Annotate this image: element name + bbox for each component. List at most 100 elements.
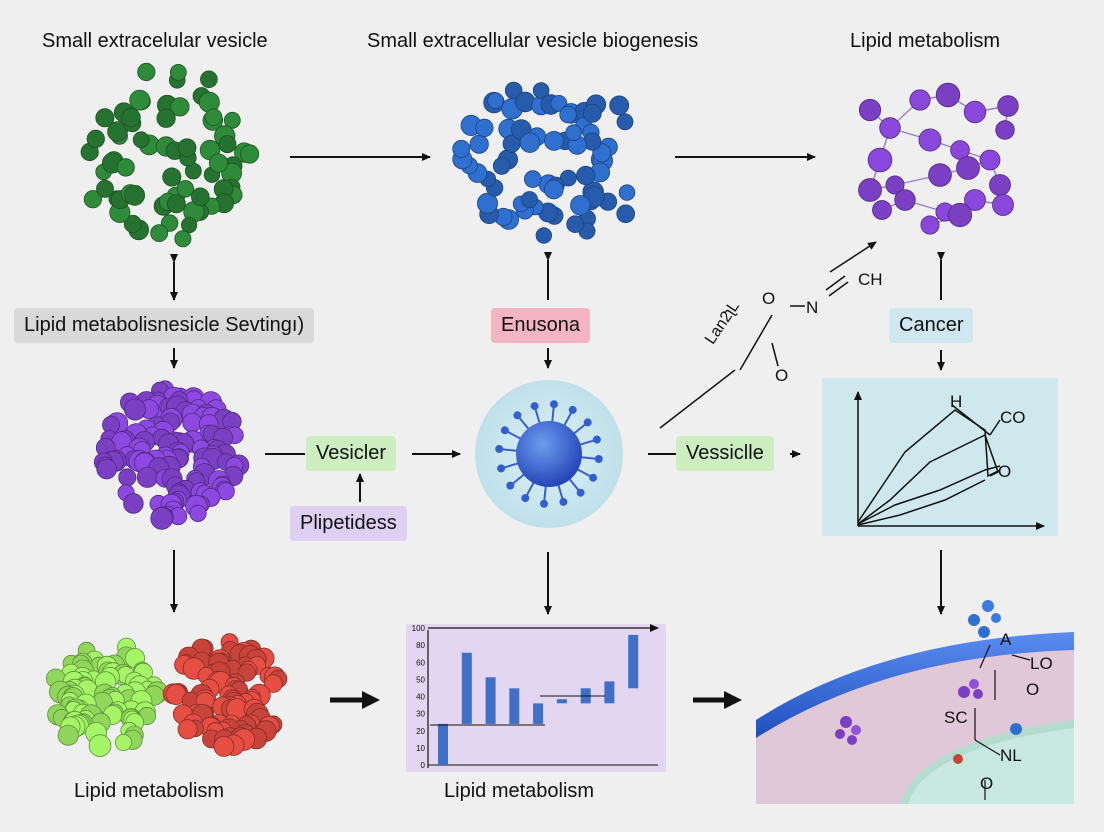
cell-spike-tip <box>530 402 539 411</box>
cell-spike-tip <box>497 464 506 473</box>
red-cluster-bead <box>213 736 235 757</box>
line-graph-panel <box>822 378 1058 536</box>
membrane-illustration <box>756 600 1074 804</box>
label-enusona: Enusona <box>491 308 590 343</box>
label-vessiclle: Vessiclle <box>676 436 774 471</box>
lipid-network-node <box>920 215 940 235</box>
green-cluster-bead <box>116 158 135 177</box>
lipid-network-node <box>992 194 1014 216</box>
blue-cluster-bead <box>609 95 630 116</box>
blue-cluster-bead <box>550 95 568 112</box>
cell-spike-tip <box>550 400 558 409</box>
bar-chart-bar <box>604 681 615 704</box>
blue-cluster-bead <box>618 184 636 201</box>
chem-a: A <box>1000 630 1012 649</box>
heading-lipid-metabolism: Lipid metabolism <box>850 30 1001 52</box>
purple-cluster-bead <box>118 468 137 487</box>
green-cluster-bead <box>218 135 237 154</box>
green-cluster-bead <box>107 121 128 142</box>
footer-lipid-metabolism-left: Lipid metabolism <box>74 780 225 802</box>
chem-h: H <box>950 392 963 411</box>
green-cluster-bead <box>169 64 187 81</box>
lipid-network-node <box>894 189 916 211</box>
lipid-network-node <box>995 120 1015 140</box>
chem-n: N <box>806 298 819 317</box>
green-cluster-bead <box>176 180 195 198</box>
purple-cluster-bead <box>124 398 147 421</box>
footer-lipid-metabolism-center: Lipid metabolism <box>444 780 595 802</box>
green-cluster-bead <box>191 187 210 207</box>
label-cancer: Cancer <box>889 308 974 343</box>
lipid-network-node <box>997 95 1019 117</box>
green-cluster-bead <box>240 144 260 164</box>
bar-chart-bar <box>628 634 639 689</box>
chem-o-top: O <box>762 289 776 308</box>
chem-lo: LO <box>1030 654 1053 673</box>
light-green-cluster <box>46 637 169 757</box>
chem-sc: SC <box>944 708 968 727</box>
chem-o-graph: O <box>998 462 1012 481</box>
blue-cluster-bead <box>452 139 471 158</box>
chem-o-bottom: O <box>980 774 994 793</box>
green-cluster-bead <box>162 167 182 187</box>
bar-chart-y-tick: 40 <box>416 693 425 702</box>
graph-line-d <box>857 479 986 526</box>
green-cluster-bead <box>132 131 150 149</box>
cell-spike-tip <box>513 411 522 420</box>
red-cluster-bead <box>263 674 283 693</box>
lipid-network-node <box>956 156 980 180</box>
label-vesicler: Vesicler <box>306 436 397 471</box>
red-cluster <box>162 633 288 757</box>
green-cluster-bead <box>124 184 146 206</box>
lipid-network-node <box>885 175 905 195</box>
blue-cluster-bead <box>475 118 494 138</box>
blue-cluster-bead <box>492 157 511 175</box>
green-cluster-bead <box>96 179 114 198</box>
blue-cluster-bead <box>521 191 539 209</box>
bar-chart-bar <box>485 677 496 724</box>
bar-chart-bar <box>556 699 567 704</box>
lipid-network-node <box>928 163 952 187</box>
cell-spike-tip <box>576 488 585 497</box>
green-cluster-bead <box>150 224 169 243</box>
green-cluster-bead <box>204 108 223 126</box>
lipid-network-node <box>872 200 892 220</box>
blue-cluster-bead <box>616 113 634 131</box>
bar-chart-y-tick: 50 <box>416 675 425 684</box>
green-cluster-bead <box>166 194 186 214</box>
graph-line-c <box>857 465 1001 525</box>
heading-vesicle-biogenesis: Small extracellular vesicle biogenesis <box>367 30 699 52</box>
green-cluster-bead <box>86 129 105 148</box>
green-cluster-bead <box>177 138 197 158</box>
purple-membrane-molecule-1 <box>958 679 983 699</box>
blue-cluster-bead <box>565 124 582 141</box>
blue-cluster-bead <box>476 192 498 214</box>
bar-chart-bar <box>533 703 544 724</box>
lipid-network-node <box>979 149 1001 171</box>
bar-chart-y-tick: 20 <box>416 727 425 736</box>
cell-spike-tip <box>495 445 504 453</box>
chem-nl: NL <box>1000 746 1022 765</box>
green-vesicle-cluster <box>80 62 260 248</box>
cell-spikes <box>495 400 603 508</box>
bar-chart-bar <box>438 723 448 765</box>
green-cluster-bead <box>181 217 198 234</box>
purple-cluster-bead <box>189 504 207 523</box>
blue-cluster-bead <box>523 170 542 188</box>
graph-line-b <box>857 433 999 525</box>
lipid-network-node <box>858 98 882 122</box>
blue-cluster-bead <box>535 227 553 244</box>
cell-spike-tip <box>540 499 548 508</box>
lipid-network-node <box>879 117 901 139</box>
light-green-cluster-bead <box>115 734 133 752</box>
lipid-network-node <box>918 128 942 152</box>
cell-spike-tip <box>592 435 601 444</box>
blue-cluster-bead <box>559 105 577 124</box>
cell-spike-tip <box>559 497 568 506</box>
blue-cluster-bead <box>582 104 602 123</box>
blue-cluster-bead <box>576 165 596 186</box>
cell-spike-tip <box>521 494 530 503</box>
blue-cluster-bead <box>543 179 564 200</box>
